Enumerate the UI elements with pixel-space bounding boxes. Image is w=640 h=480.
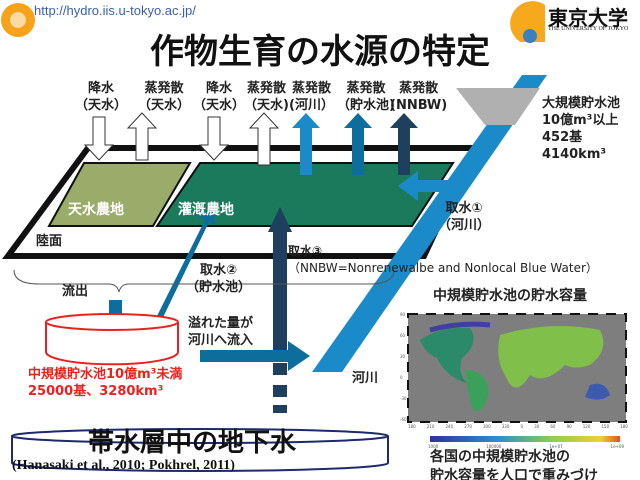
withdrawal-river-arrow: [398, 171, 453, 201]
university-name-en: THE UNIVERSITY OF TOKYO: [548, 26, 629, 32]
land-surface-label: 陸面: [36, 234, 63, 249]
nnbw-dash-3: [273, 405, 287, 413]
irrigated-label: 灌漑農地: [178, 202, 234, 218]
nnbw-pipe: [273, 228, 287, 353]
flux-label: 蒸発散（貯水池): [337, 81, 395, 113]
aquifer: [11, 428, 389, 472]
lab-url-link[interactable]: http://hydro.iis.u-tokyo.ac.jp/: [34, 3, 196, 18]
river-label: 河川: [352, 371, 379, 386]
et-arrow-1: [126, 112, 158, 161]
precip-arrow-1: [83, 116, 115, 161]
nnbw-dash-2: [273, 385, 287, 397]
university-name: 東京大学: [548, 6, 628, 30]
et-nnbw-arrow: [390, 113, 418, 175]
withdrawal-nnbw-label: 取水③（NNBW=Nonrenewalbe and Nonlocal Blue …: [288, 244, 598, 275]
flux-label: 降水（天水）: [75, 81, 128, 113]
irrigated-field: [155, 162, 455, 227]
citation: (Hanasaki et al., 2010; Pokhrel, 2011): [12, 458, 235, 473]
map-caption: 各国の中規模貯水池の貯水容量を人口で重みづけ: [430, 449, 598, 480]
map-title: 中規模貯水池の貯水容量: [433, 288, 587, 304]
flux-label: 蒸発散(河川）: [289, 81, 334, 113]
colorbar: [430, 436, 620, 442]
large-reservoir: [456, 88, 540, 125]
overflow-label: 溢れた量が河川へ流入: [188, 316, 254, 348]
nnbw-dash-1: [273, 363, 287, 375]
lab-logo: [1, 3, 35, 37]
rainfed-field: [47, 162, 192, 227]
et-river-arrow: [292, 113, 320, 175]
et-reservoir-arrow: [344, 113, 372, 175]
rainfed-label: 天水農地: [68, 202, 124, 218]
withdrawal-reservoir-arrow: [150, 207, 215, 332]
slide-title: 作物生育の水源の特定: [150, 32, 490, 72]
brace: [13, 269, 395, 293]
withdrawal-river-label: 取水①（河川）: [438, 201, 491, 233]
flux-label: 蒸発散（天水): [244, 81, 289, 113]
university-logo: [510, 1, 545, 43]
et-arrow-2: [248, 112, 280, 166]
aquifer-label: 帯水層中の地下水: [88, 428, 297, 458]
medium-reservoir: [45, 313, 179, 366]
flux-label: 蒸発散（天水）: [138, 81, 191, 113]
world-map: [407, 313, 627, 442]
precip-arrow-2: [198, 116, 230, 161]
runoff-label: 流出: [62, 284, 89, 299]
flux-label: 降水（天水）: [193, 81, 246, 113]
overflow-arrow: [200, 341, 310, 371]
river-band: [312, 75, 547, 372]
nnbw-arrowhead: [268, 207, 292, 232]
withdrawal-reservoir-label: 取水②（貯水池）: [186, 263, 252, 295]
flux-label: 蒸発散(NNBW): [390, 81, 448, 113]
page-number: 4: [594, 6, 600, 16]
